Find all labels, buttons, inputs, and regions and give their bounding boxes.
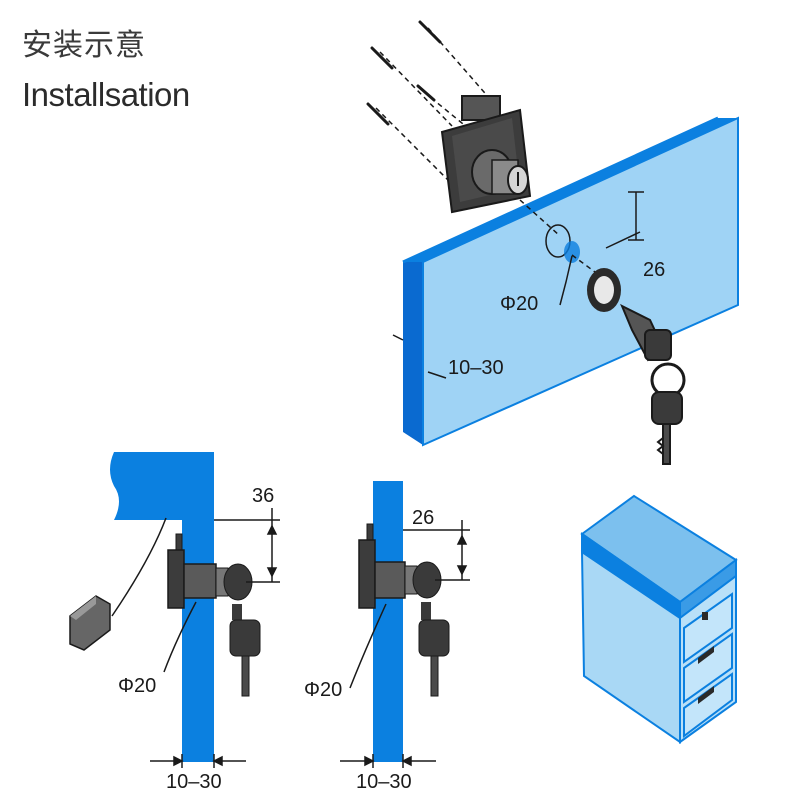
- leader-line-phi20: [163, 601, 197, 673]
- side-view-right: 26 Φ20 10–30: [304, 481, 470, 793]
- title-english: Installsation: [22, 76, 190, 113]
- dimension-26: [605, 191, 644, 249]
- panel-front-face: [422, 116, 739, 447]
- dimension-26: [403, 520, 470, 581]
- escutcheon-ring-icon: [587, 268, 621, 312]
- dimension-thickness: [150, 754, 246, 768]
- side-view-left: 36 Φ20 10–30: [69, 452, 280, 793]
- label-hole-diameter: Φ20: [118, 675, 156, 697]
- label-thickness: 10–30: [448, 357, 504, 379]
- leader-line-phi20: [559, 255, 573, 306]
- label-hole-diameter: Φ20: [500, 293, 538, 315]
- panel-top-face: [403, 118, 738, 262]
- drawer-lock-icon: [440, 95, 532, 214]
- leader-line-phi20: [349, 603, 387, 689]
- vertical-panel-section: [182, 520, 214, 762]
- panel-hole: [545, 224, 571, 258]
- top-panel-section: [110, 452, 214, 520]
- panel-side-face: [403, 262, 423, 445]
- drawer-lock-icon: [167, 533, 261, 697]
- label-thickness: 10–30: [356, 771, 412, 793]
- label-dimension-36: 36: [252, 485, 274, 507]
- screw-icon: [366, 20, 442, 126]
- label-dimension-26: 26: [643, 259, 665, 281]
- label-hole-diameter: Φ20: [304, 679, 342, 701]
- dimension-thickness: [392, 334, 447, 379]
- dimension-36: [214, 508, 280, 583]
- leader-line-bracket: [111, 517, 167, 617]
- bracket-icon: [69, 595, 111, 651]
- label-thickness: 10–30: [166, 771, 222, 793]
- keys-icon: [620, 303, 686, 465]
- drawer-cabinet-icon: [580, 494, 738, 744]
- drawer-lock-icon: [358, 523, 450, 697]
- perspective-view: 26 Φ20 10–30: [366, 20, 739, 465]
- label-dimension-26: 26: [412, 507, 434, 529]
- title-chinese: 安装示意: [22, 28, 146, 63]
- dimension-thickness: [340, 754, 436, 768]
